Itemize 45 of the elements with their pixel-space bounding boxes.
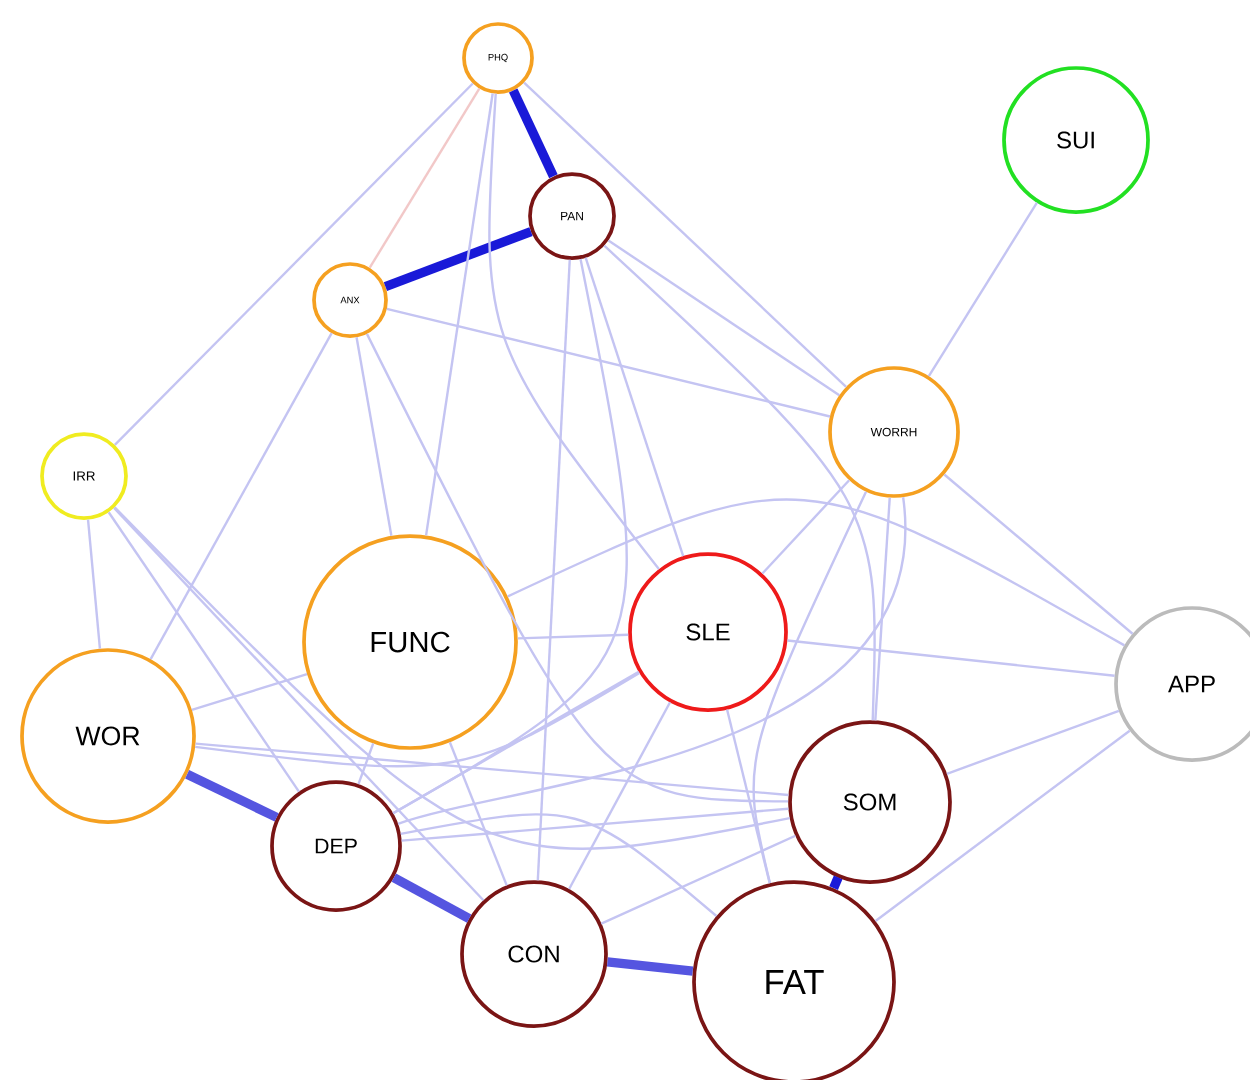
edge-line — [191, 672, 308, 712]
edge-line — [397, 497, 905, 825]
edge-line — [357, 743, 375, 785]
edge-line — [401, 807, 789, 842]
edge-line — [392, 670, 640, 815]
edge-line — [383, 227, 533, 291]
edge-line — [368, 87, 481, 269]
edge-line — [943, 473, 1134, 635]
edge-line — [149, 332, 333, 660]
edge-line — [488, 93, 660, 570]
edge-line — [761, 479, 851, 575]
edge-line — [113, 507, 485, 902]
edge-line — [874, 729, 1131, 922]
edge-line — [606, 957, 694, 976]
edge-line — [600, 834, 796, 925]
edge-line — [195, 671, 641, 768]
edge-line — [355, 337, 393, 536]
edge-line — [107, 511, 300, 793]
edge-line — [752, 491, 868, 884]
edge-line — [185, 770, 279, 822]
edge-line — [536, 259, 571, 881]
edge-line — [448, 741, 508, 886]
edge-line — [584, 257, 685, 557]
edge-line — [86, 519, 102, 649]
edge-line — [424, 93, 494, 536]
edge-line — [386, 307, 831, 418]
edge-line — [391, 873, 472, 923]
edge-line — [195, 742, 789, 797]
edge-line — [607, 239, 840, 397]
edge-line — [603, 244, 876, 721]
edge-line — [568, 701, 672, 890]
edge-line — [829, 875, 843, 890]
edge-line — [113, 506, 790, 850]
edge-line — [787, 639, 1115, 677]
edge-line — [517, 633, 629, 640]
edge-line — [509, 88, 558, 179]
edge-line — [874, 497, 891, 721]
edge-line — [365, 333, 789, 803]
edge-line — [946, 709, 1120, 775]
edge-line — [507, 499, 1125, 647]
edge-line — [400, 813, 718, 917]
edge-line — [725, 709, 771, 884]
edge-line — [927, 202, 1038, 377]
edge-line — [114, 82, 474, 446]
edge-line — [523, 81, 847, 388]
